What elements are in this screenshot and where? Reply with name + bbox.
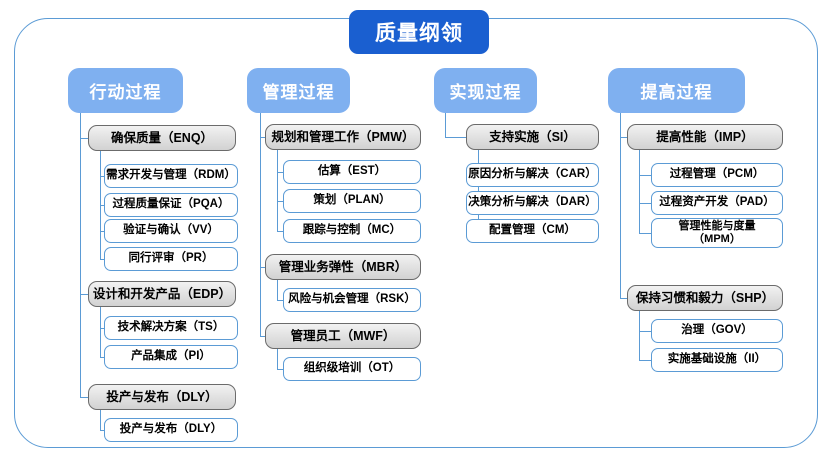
- leaf-box-技术解决方案-TS-[interactable]: 技术解决方案（TS）: [104, 316, 238, 340]
- leaf-box-过程质量保证-PQA-[interactable]: 过程质量保证（PQA）: [104, 193, 238, 217]
- group-substem: [100, 410, 102, 430]
- group-substem: [100, 307, 102, 357]
- column-stem-4: [620, 113, 622, 298]
- group-box-提高性能-IMP-[interactable]: 提高性能（IMP）: [627, 124, 783, 150]
- leaf-box-决策分析与解决-DAR-[interactable]: 决策分析与解决（DAR）: [466, 191, 599, 215]
- group-branch: [620, 137, 627, 139]
- group-branch: [620, 298, 627, 300]
- group-substem: [478, 150, 480, 231]
- leaf-branch: [639, 203, 651, 205]
- leaf-box-策划-PLAN-[interactable]: 策划（PLAN）: [283, 189, 421, 213]
- column-stem-1: [80, 113, 82, 397]
- leaf-branch: [277, 231, 283, 233]
- leaf-branch: [277, 369, 283, 371]
- leaf-box-同行评审-PR-[interactable]: 同行评审（PR）: [104, 247, 238, 271]
- group-box-确保质量-ENQ-[interactable]: 确保质量（ENQ）: [88, 125, 236, 151]
- leaf-branch: [100, 205, 104, 207]
- group-box-设计和开发产品-EDP-[interactable]: 设计和开发产品（EDP）: [88, 281, 236, 307]
- leaf-box-过程资产开发-PAD-[interactable]: 过程资产开发（PAD）: [651, 191, 783, 215]
- leaf-label-line: （MPM）: [693, 233, 741, 245]
- leaf-box-需求开发与管理-RDM-[interactable]: 需求开发与管理（RDM）: [104, 164, 238, 188]
- leaf-branch: [100, 430, 104, 432]
- group-branch: [260, 336, 265, 338]
- group-substem: [639, 150, 641, 233]
- group-box-支持实施-SI-[interactable]: 支持实施（SI）: [466, 124, 599, 150]
- leaf-branch: [639, 175, 651, 177]
- leaf-box-跟踪与控制-MC-[interactable]: 跟踪与控制（MC）: [283, 219, 421, 243]
- diagram-title: 质量纲领: [349, 10, 489, 54]
- leaf-branch: [277, 300, 283, 302]
- leaf-box-管理性能与度量--MPM-[interactable]: 管理性能与度量（MPM）: [651, 218, 783, 248]
- group-substem: [277, 280, 279, 300]
- leaf-box-风险与机会管理-RSK-[interactable]: 风险与机会管理（RSK）: [283, 288, 421, 312]
- leaf-box-估算-EST-[interactable]: 估算（EST）: [283, 160, 421, 184]
- leaf-box-验证与确认-VV-[interactable]: 验证与确认（VV）: [104, 219, 238, 243]
- group-box-保持习惯和毅力-SHP-[interactable]: 保持习惯和毅力（SHP）: [627, 285, 783, 311]
- leaf-box-治理-GOV-[interactable]: 治理（GOV）: [651, 319, 783, 343]
- leaf-branch: [277, 201, 283, 203]
- group-branch: [80, 138, 88, 140]
- group-branch: [445, 137, 466, 139]
- group-box-管理业务弹性-MBR-[interactable]: 管理业务弹性（MBR）: [265, 254, 421, 280]
- group-box-规划和管理工作-PMW-[interactable]: 规划和管理工作（PMW）: [265, 124, 421, 150]
- column-header-4: 提高过程: [608, 68, 745, 113]
- leaf-box-过程管理-PCM-[interactable]: 过程管理（PCM）: [651, 163, 783, 187]
- leaf-box-投产与发布-DLY-[interactable]: 投产与发布（DLY）: [104, 418, 238, 442]
- leaf-branch: [277, 172, 283, 174]
- leaf-branch: [100, 176, 104, 178]
- column-header-2: 管理过程: [247, 68, 350, 113]
- column-header-1: 行动过程: [68, 68, 183, 113]
- group-branch: [260, 137, 265, 139]
- group-substem: [277, 349, 279, 369]
- column-header-3: 实现过程: [434, 68, 537, 113]
- group-branch: [80, 294, 88, 296]
- group-substem: [639, 311, 641, 360]
- column-stem-3: [445, 113, 447, 137]
- leaf-branch: [100, 328, 104, 330]
- leaf-label-line: 管理性能与度量: [678, 219, 756, 232]
- leaf-branch: [639, 233, 651, 235]
- leaf-branch: [100, 259, 104, 261]
- leaf-box-产品集成-PI-[interactable]: 产品集成（PI）: [104, 345, 238, 369]
- leaf-box-组织级培训-OT-[interactable]: 组织级培训（OT）: [283, 357, 421, 381]
- group-box-管理员工-MWF-[interactable]: 管理员工（MWF）: [265, 323, 421, 349]
- leaf-branch: [639, 331, 651, 333]
- leaf-box-原因分析与解决-CAR-[interactable]: 原因分析与解决（CAR）: [466, 163, 599, 187]
- leaf-box-配置管理-CM-[interactable]: 配置管理（CM）: [466, 219, 599, 243]
- leaf-branch: [100, 231, 104, 233]
- leaf-branch: [639, 360, 651, 362]
- column-stem-2: [260, 113, 262, 336]
- leaf-box-实施基础设施-II-[interactable]: 实施基础设施（II）: [651, 348, 783, 372]
- group-substem: [277, 150, 279, 231]
- leaf-branch: [100, 357, 104, 359]
- group-box-投产与发布-DLY-[interactable]: 投产与发布（DLY）: [88, 384, 236, 410]
- group-branch: [80, 397, 88, 399]
- group-branch: [260, 267, 265, 269]
